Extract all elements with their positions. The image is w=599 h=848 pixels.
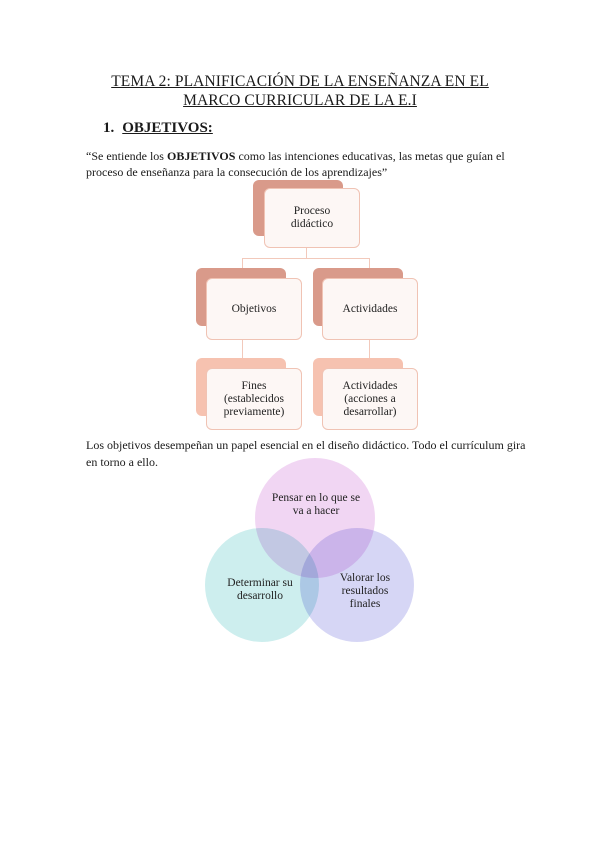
quote-end: como las intenciones educativas, las met…	[86, 149, 505, 179]
title-line-1: TEMA 2: PLANIFICACIÓN DE LA ENSEÑANZA EN…	[111, 73, 489, 90]
connector-right-child	[369, 339, 370, 369]
actividades-child-label: Actividades (acciones a desarrollar)	[342, 379, 398, 418]
objetivos-label: Objetivos	[231, 302, 277, 315]
actividades-child-box: Actividades (acciones a desarrollar)	[322, 368, 418, 430]
section-label: OBJETIVOS:	[122, 120, 213, 136]
section-number: 1.	[103, 120, 115, 136]
body-paragraph: Los objetivos desempeñan un papel esenci…	[86, 438, 526, 469]
definition-quote: “Se entiende los OBJETIVOS como las inte…	[86, 148, 526, 180]
fines-label: Fines (establecidos previamente)	[223, 379, 285, 418]
section-heading: 1. OBJETIVOS:	[103, 120, 213, 137]
connector-left-child	[242, 339, 243, 369]
actividades-label: Actividades	[342, 302, 398, 315]
venn-label-top: Pensar en lo que se va a hacer	[271, 492, 361, 517]
connector-horizontal	[242, 258, 370, 259]
root-box: Proceso didáctico	[264, 188, 360, 248]
connector-root-down	[306, 246, 307, 258]
root-box-label: Proceso didáctico	[290, 205, 334, 230]
venn-label-right: Valorar los resultados finales	[339, 572, 391, 610]
objetivos-box: Objetivos	[206, 278, 302, 340]
venn-circle-top	[255, 458, 375, 578]
quote-bold-term: OBJETIVOS	[166, 149, 236, 163]
document-title: TEMA 2: PLANIFICACIÓN DE LA ENSEÑANZA EN…	[60, 72, 540, 110]
fines-box: Fines (establecidos previamente)	[206, 368, 302, 430]
venn-label-left: Determinar su desarrollo	[227, 577, 293, 602]
actividades-box: Actividades	[322, 278, 418, 340]
title-line-2: MARCO CURRICULAR DE LA E.I	[183, 92, 417, 109]
quote-start: “Se entiende los	[86, 149, 167, 163]
